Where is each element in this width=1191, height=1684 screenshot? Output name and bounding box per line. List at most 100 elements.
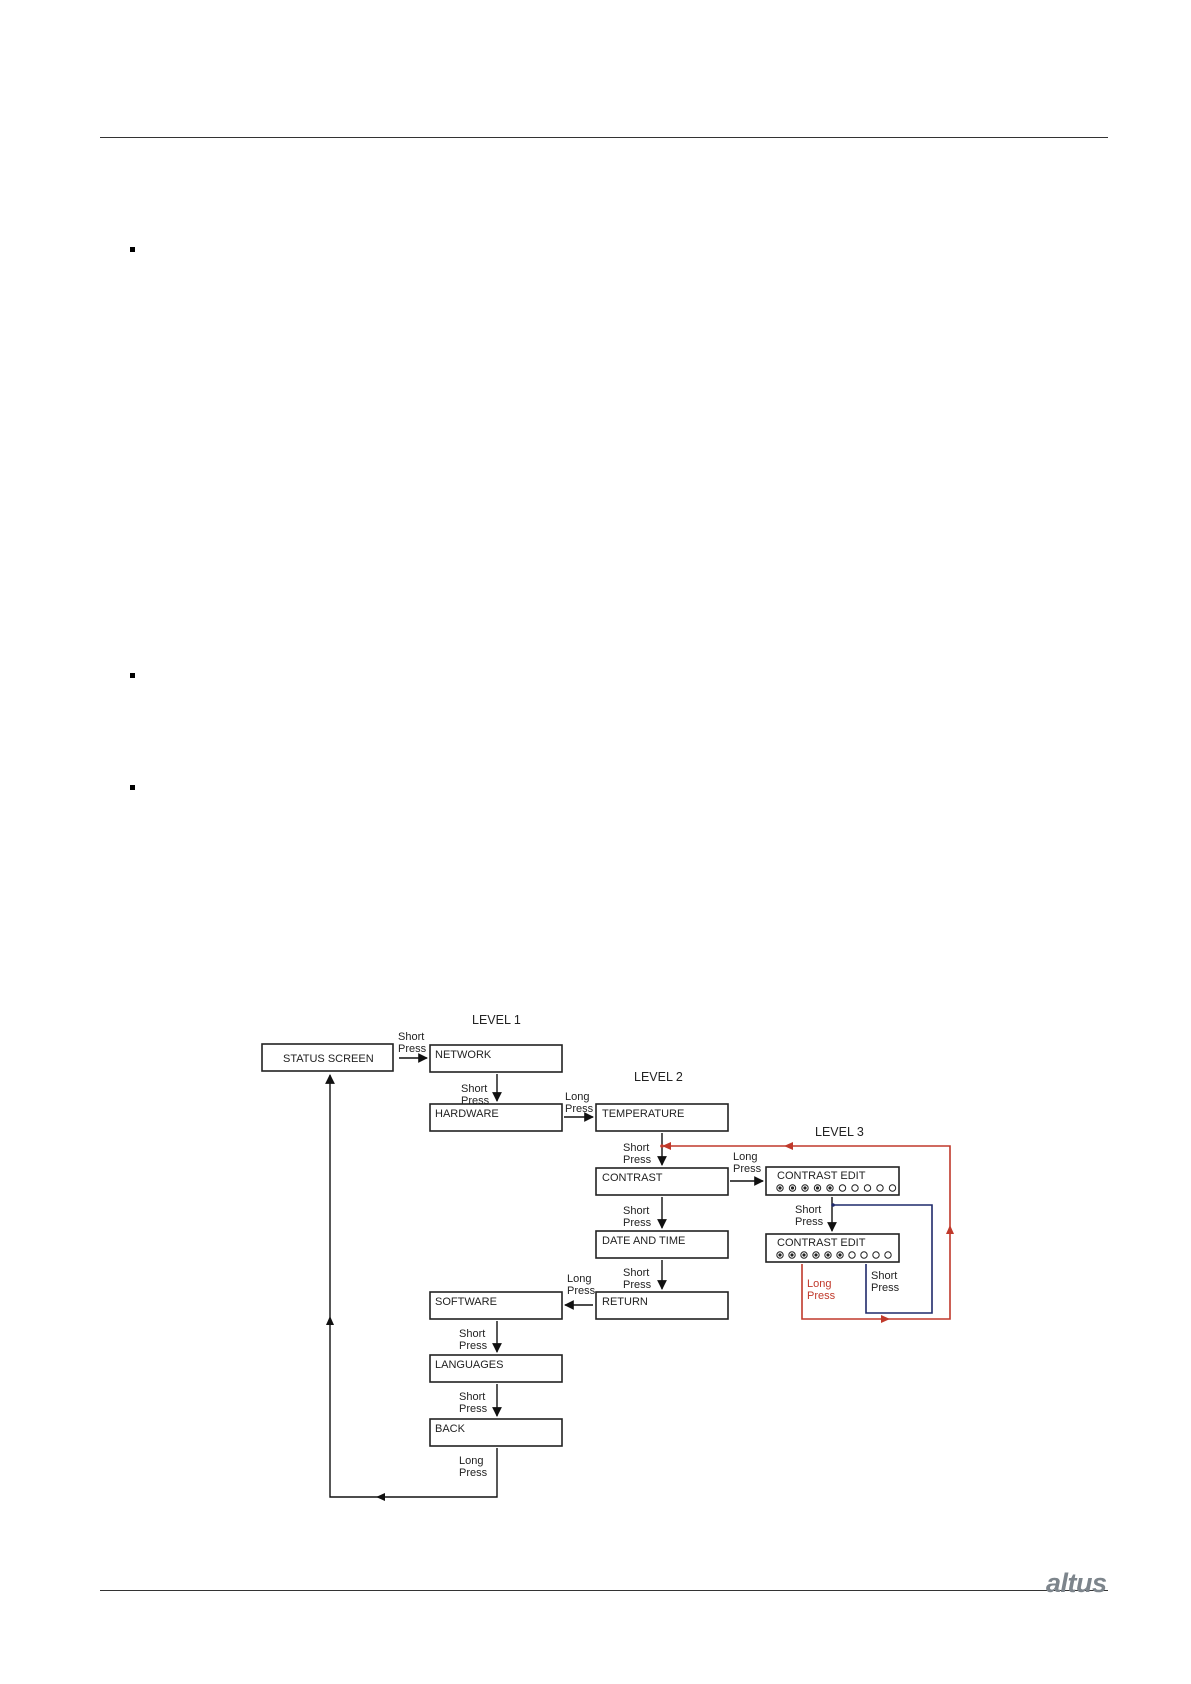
box-languages-label: LANGUAGES: [435, 1359, 503, 1371]
contrast-dot-empty: [872, 1251, 880, 1259]
svg-text:Long: Long: [459, 1455, 483, 1467]
header-rule: [100, 137, 1108, 138]
svg-text:Press: Press: [565, 1103, 594, 1115]
red-loop-line: [664, 1145, 951, 1320]
box-contrast-edit-2-label: CONTRAST EDIT: [777, 1237, 866, 1249]
bullet-marker: [130, 247, 135, 252]
svg-text:Press: Press: [623, 1217, 652, 1229]
box-return: RETURN: [595, 1291, 729, 1320]
box-languages: LANGUAGES: [429, 1354, 563, 1383]
box-back-label: BACK: [435, 1423, 466, 1435]
svg-text:Press: Press: [733, 1163, 762, 1175]
box-contrast-label: CONTRAST: [602, 1172, 663, 1184]
svg-text:Press: Press: [398, 1043, 427, 1055]
svg-text:Short: Short: [623, 1142, 649, 1154]
svg-text:Short: Short: [398, 1031, 424, 1043]
contrast-dot-core: [790, 1253, 794, 1257]
contrast-dot-empty: [884, 1251, 892, 1259]
bullet-marker: [130, 785, 135, 790]
contrast-dot-empty: [848, 1251, 856, 1259]
box-software: SOFTWARE: [429, 1291, 563, 1320]
svg-text:Press: Press: [795, 1216, 824, 1228]
box-status-screen-label: STATUS SCREEN: [283, 1053, 374, 1065]
svg-text:Long: Long: [565, 1091, 589, 1103]
contrast-dot-empty: [851, 1184, 859, 1192]
svg-text:Press: Press: [807, 1290, 836, 1302]
contrast-dot-empty: [863, 1184, 872, 1192]
svg-text:Short: Short: [623, 1205, 649, 1217]
svg-text:Press: Press: [461, 1095, 490, 1107]
contrast-dot-core: [826, 1253, 830, 1257]
svg-text:Press: Press: [567, 1285, 596, 1297]
level-2-heading: LEVEL 2: [634, 1070, 683, 1084]
box-temperature-label: TEMPERATURE: [602, 1108, 684, 1120]
level-3-heading: LEVEL 3: [815, 1125, 864, 1139]
contrast-dot-core: [815, 1186, 820, 1190]
contrast-dot-empty: [838, 1184, 847, 1192]
red-loop-direction-marker: [784, 1142, 793, 1150]
flow-direction-marker: [326, 1316, 334, 1325]
box-date-and-time: DATE AND TIME: [595, 1230, 729, 1259]
box-back: BACK: [429, 1418, 563, 1447]
contrast-dot-empty: [876, 1184, 884, 1192]
box-hardware: HARDWARE: [429, 1103, 563, 1132]
svg-text:Short: Short: [459, 1391, 485, 1403]
svg-text:Long: Long: [807, 1278, 831, 1290]
svg-text:Press: Press: [623, 1154, 652, 1166]
svg-text:Long: Long: [733, 1151, 757, 1163]
contrast-dot-core: [778, 1186, 782, 1190]
box-network-label: NETWORK: [435, 1049, 492, 1061]
contrast-dot-empty: [888, 1184, 897, 1192]
contrast-dot-core: [814, 1253, 818, 1257]
contrast-dot-empty: [860, 1251, 868, 1259]
footer-rule: [100, 1590, 1108, 1591]
contrast-dot-core: [790, 1186, 795, 1190]
navy-loop-node: [831, 1203, 835, 1207]
contrast-dot-core: [802, 1253, 806, 1257]
contrast-dot-core: [838, 1253, 842, 1257]
svg-text:Short: Short: [871, 1270, 897, 1282]
box-temperature: TEMPERATURE: [595, 1103, 729, 1132]
svg-text:Press: Press: [459, 1403, 488, 1415]
svg-text:Short: Short: [795, 1204, 821, 1216]
svg-text:Short: Short: [459, 1328, 485, 1340]
altus-logo: altus: [1046, 1568, 1107, 1598]
svg-text:Press: Press: [871, 1282, 900, 1294]
contrast-level-indicator-2: [776, 1251, 892, 1259]
svg-text:Press: Press: [459, 1340, 488, 1352]
contrast-level-indicator-1: [776, 1184, 897, 1192]
box-network: NETWORK: [429, 1044, 563, 1073]
box-date-and-time-label: DATE AND TIME: [602, 1235, 685, 1247]
navy-loop-line: [834, 1204, 933, 1314]
bullet-marker: [130, 673, 135, 678]
arrow-back-to-status: [325, 1074, 498, 1498]
box-contrast-edit-1: CONTRAST EDIT: [765, 1166, 900, 1196]
box-contrast-edit-2: CONTRAST EDIT: [765, 1233, 900, 1263]
contrast-dot-core: [828, 1186, 832, 1190]
box-status-screen: STATUS SCREEN: [261, 1043, 394, 1072]
contrast-dot-core: [778, 1253, 782, 1257]
flow-direction-marker: [376, 1493, 385, 1501]
svg-text:Long: Long: [567, 1273, 591, 1285]
contrast-dot-core: [803, 1186, 807, 1190]
level-1-heading: LEVEL 1: [472, 1013, 521, 1027]
red-loop-node: [660, 1144, 664, 1148]
svg-text:Short: Short: [623, 1267, 649, 1279]
red-loop-direction-marker: [881, 1315, 890, 1323]
red-loop-arrowhead: [662, 1142, 671, 1150]
box-return-label: RETURN: [602, 1296, 648, 1308]
svg-text:Press: Press: [459, 1467, 488, 1479]
